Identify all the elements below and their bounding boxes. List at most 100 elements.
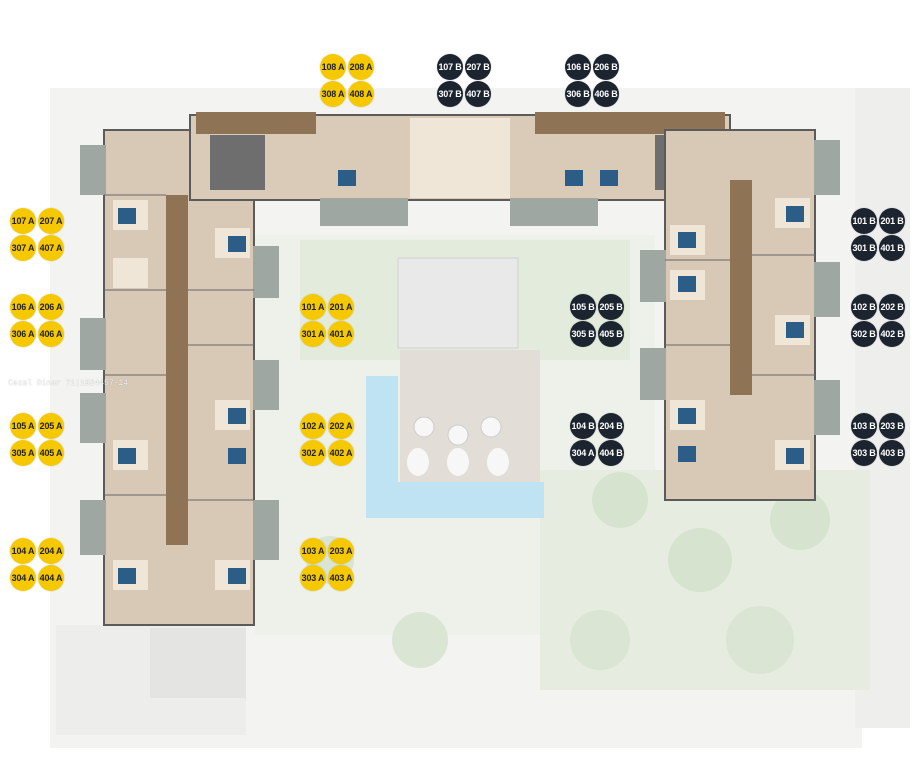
- unit-badge[interactable]: 204 A: [38, 538, 64, 564]
- bed: [678, 276, 696, 292]
- bed: [228, 236, 246, 252]
- pool-table: [413, 416, 435, 438]
- unit-badge[interactable]: 407 B: [465, 81, 491, 107]
- unit-badge[interactable]: 201 B: [879, 208, 905, 234]
- unit-badge[interactable]: 406 A: [38, 321, 64, 347]
- bed: [786, 322, 804, 338]
- terrace: [640, 348, 666, 400]
- unit-badge[interactable]: 403 A: [328, 565, 354, 591]
- roof-edge: [196, 112, 316, 134]
- unit-badge[interactable]: 206 A: [38, 294, 64, 320]
- bed: [118, 208, 136, 224]
- unit-badge[interactable]: 401 B: [879, 235, 905, 261]
- lounge-chair: [447, 448, 469, 476]
- unit-badge[interactable]: 104 B: [570, 413, 596, 439]
- unit-badge[interactable]: 101 A: [300, 294, 326, 320]
- unit-badge[interactable]: 208 A: [348, 54, 374, 80]
- lobby: [410, 118, 510, 198]
- terrace: [640, 250, 666, 302]
- bed: [678, 408, 696, 424]
- tower-a: [80, 129, 279, 626]
- unit-badge[interactable]: 104 A: [10, 538, 36, 564]
- terrace: [253, 246, 279, 298]
- terrace: [253, 360, 279, 410]
- stair-core: [210, 135, 265, 190]
- unit-badge[interactable]: 103 A: [300, 538, 326, 564]
- lounge-chair: [407, 448, 429, 476]
- unit-badge[interactable]: 204 B: [598, 413, 624, 439]
- pool-table: [480, 416, 502, 438]
- watermark-text: Cezal Dinar 71|1924457-14: [8, 379, 129, 388]
- entrance-ramp: [150, 628, 246, 698]
- unit-badge[interactable]: 301 B: [851, 235, 877, 261]
- terrace: [80, 500, 106, 555]
- unit-badge[interactable]: 303 B: [851, 440, 877, 466]
- tree: [592, 472, 648, 528]
- unit-badge[interactable]: 302 B: [851, 321, 877, 347]
- bed: [228, 448, 246, 464]
- unit-badge[interactable]: 405 A: [38, 440, 64, 466]
- unit-badge[interactable]: 202 A: [328, 413, 354, 439]
- tree: [668, 528, 732, 592]
- unit-badge[interactable]: 203 A: [328, 538, 354, 564]
- unit-badge[interactable]: 307 B: [437, 81, 463, 107]
- unit-badge[interactable]: 402 A: [328, 440, 354, 466]
- unit-badge[interactable]: 107 A: [10, 208, 36, 234]
- unit-badge[interactable]: 207 A: [38, 208, 64, 234]
- unit-badge[interactable]: 303 A: [300, 565, 326, 591]
- lounge-chair: [487, 448, 509, 476]
- unit-badge[interactable]: 102 A: [300, 413, 326, 439]
- corridor: [730, 180, 752, 395]
- unit-badge[interactable]: 406 B: [593, 81, 619, 107]
- bed: [118, 448, 136, 464]
- unit-badge[interactable]: 203 B: [879, 413, 905, 439]
- pool-table: [447, 424, 469, 446]
- unit-badge[interactable]: 306 B: [565, 81, 591, 107]
- unit-badge[interactable]: 105 B: [570, 294, 596, 320]
- bed: [565, 170, 583, 186]
- unit-badge[interactable]: 407 A: [38, 235, 64, 261]
- unit-badge[interactable]: 102 B: [851, 294, 877, 320]
- unit-badge[interactable]: 305 B: [570, 321, 596, 347]
- unit-badge[interactable]: 202 B: [879, 294, 905, 320]
- unit-badge[interactable]: 408 A: [348, 81, 374, 107]
- bed: [786, 206, 804, 222]
- unit-badge[interactable]: 305 A: [10, 440, 36, 466]
- unit-badge[interactable]: 205 B: [598, 294, 624, 320]
- tree: [392, 612, 448, 668]
- unit-badge[interactable]: 404 A: [38, 565, 64, 591]
- unit-badge[interactable]: 401 A: [328, 321, 354, 347]
- unit-badge[interactable]: 304 A: [10, 565, 36, 591]
- unit-badge[interactable]: 306 A: [10, 321, 36, 347]
- tree: [570, 610, 630, 670]
- bed: [600, 170, 618, 186]
- unit-badge[interactable]: 103 B: [851, 413, 877, 439]
- balcony: [320, 198, 408, 226]
- unit-badge[interactable]: 106 B: [565, 54, 591, 80]
- bed: [228, 408, 246, 424]
- unit-badge[interactable]: 206 B: [593, 54, 619, 80]
- corridor: [166, 195, 188, 545]
- terrace: [80, 393, 106, 443]
- unit-badge[interactable]: 205 A: [38, 413, 64, 439]
- unit-badge[interactable]: 403 B: [879, 440, 905, 466]
- unit-badge[interactable]: 405 B: [598, 321, 624, 347]
- unit-badge[interactable]: 301 A: [300, 321, 326, 347]
- unit-badge[interactable]: 108 A: [320, 54, 346, 80]
- unit-badge[interactable]: 404 B: [598, 440, 624, 466]
- bedroom-tile: [113, 258, 148, 288]
- bed: [228, 568, 246, 584]
- bed: [678, 446, 696, 462]
- unit-badge[interactable]: 308 A: [320, 81, 346, 107]
- unit-badge[interactable]: 307 A: [10, 235, 36, 261]
- unit-badge[interactable]: 402 B: [879, 321, 905, 347]
- unit-badge[interactable]: 201 A: [328, 294, 354, 320]
- unit-badge[interactable]: 207 B: [465, 54, 491, 80]
- unit-badge[interactable]: 105 A: [10, 413, 36, 439]
- unit-badge[interactable]: 107 B: [437, 54, 463, 80]
- unit-badge[interactable]: 302 A: [300, 440, 326, 466]
- unit-badge[interactable]: 304 A: [570, 440, 596, 466]
- unit-badge[interactable]: 101 B: [851, 208, 877, 234]
- unit-badge[interactable]: 106 A: [10, 294, 36, 320]
